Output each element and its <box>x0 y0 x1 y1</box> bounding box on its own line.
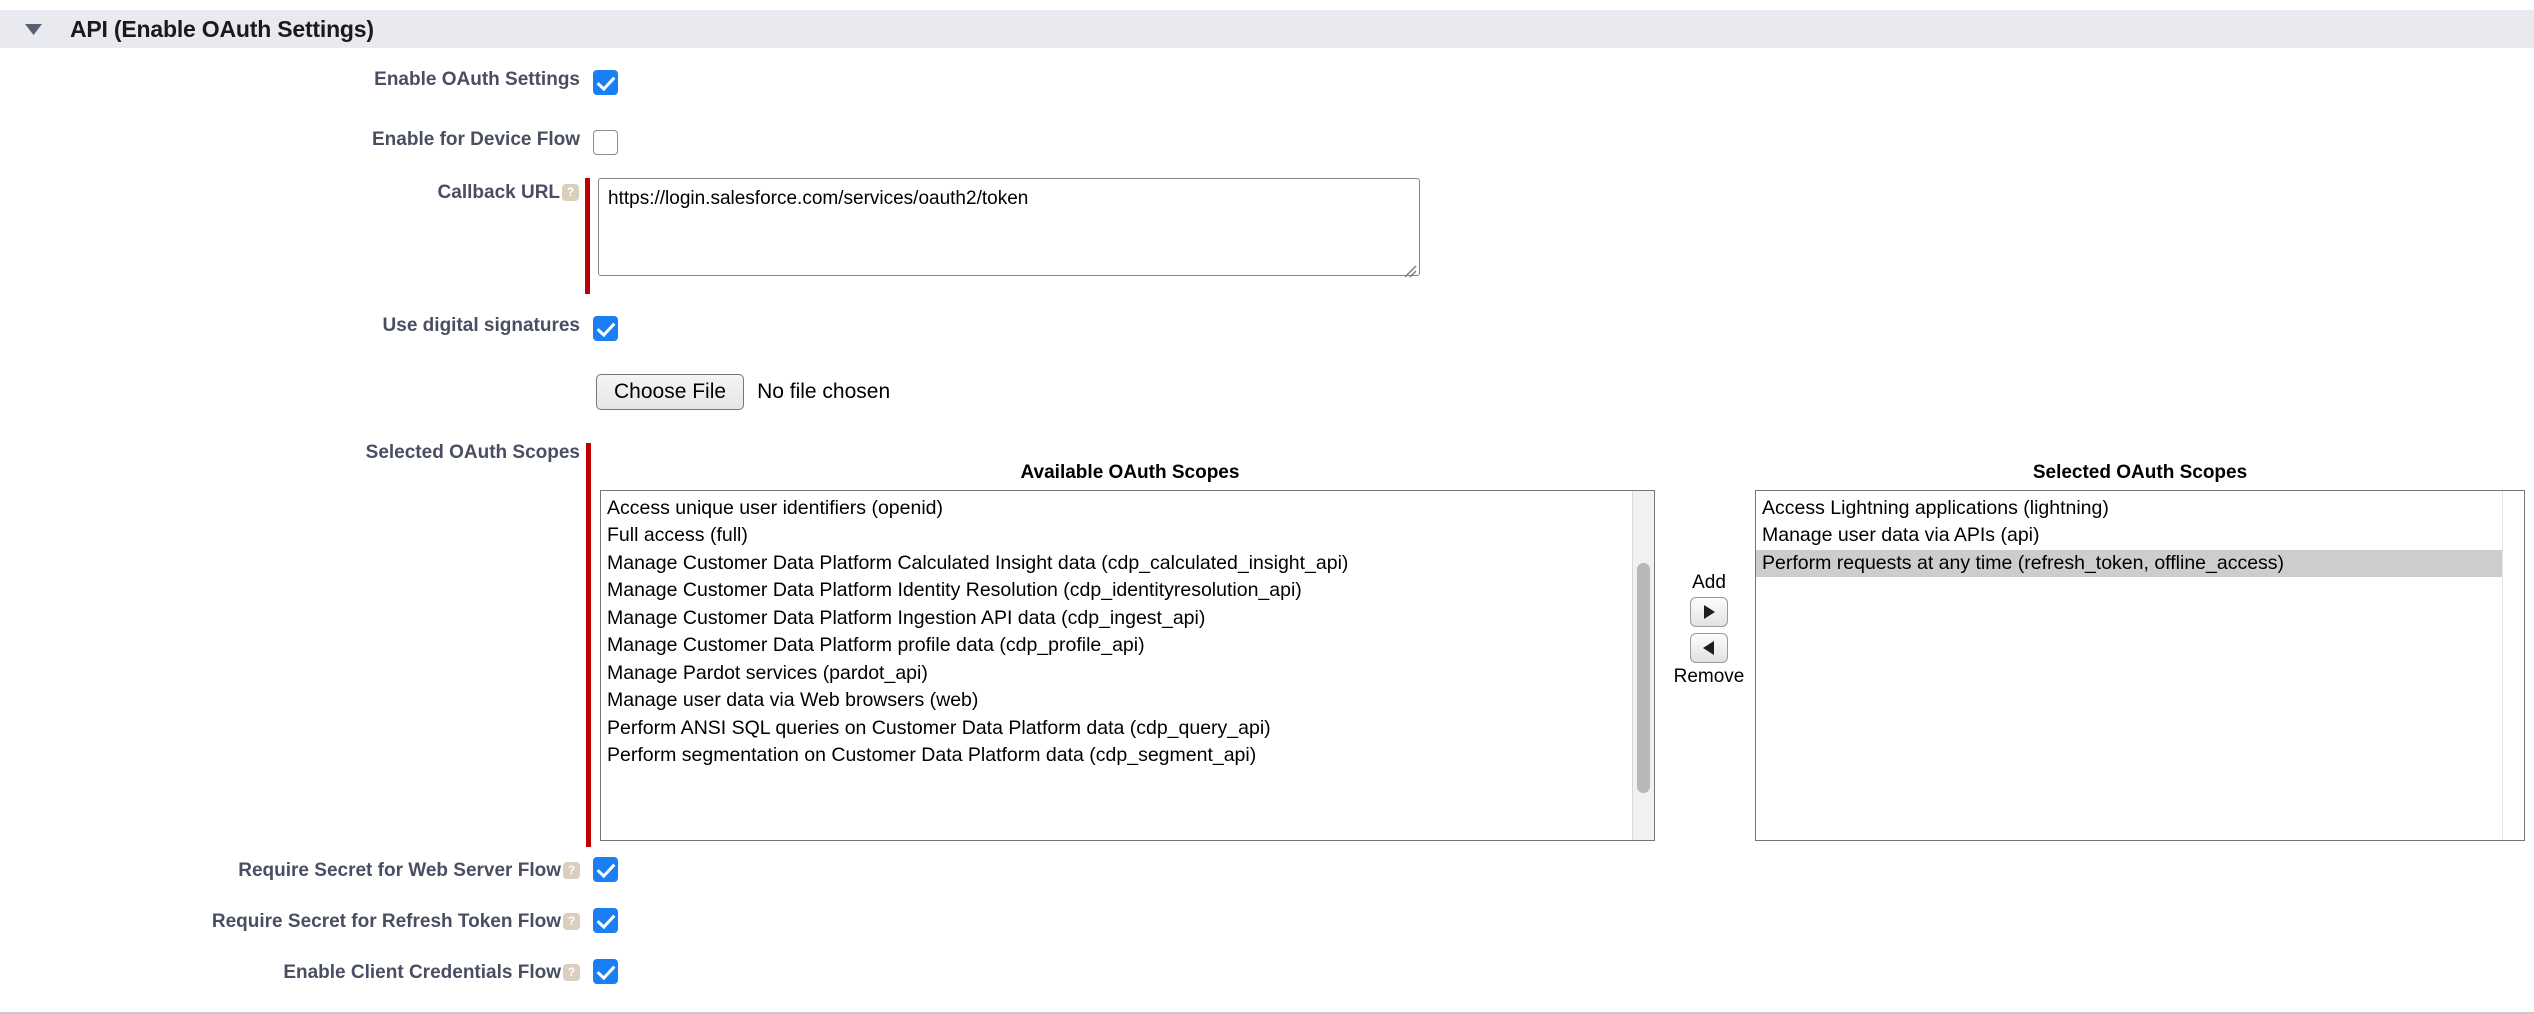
triangle-down-icon[interactable] <box>22 23 44 36</box>
section-header[interactable]: API (Enable OAuth Settings) <box>0 10 2534 48</box>
row-require-secret-refresh-token: Require Secret for Refresh Token Flow? <box>0 908 700 934</box>
row-callback-url: Callback URL? <box>0 178 1420 294</box>
transfer-controls: Add Remove <box>1661 572 1757 688</box>
add-label: Add <box>1692 572 1726 593</box>
device-flow-label: Enable for Device Flow <box>372 129 580 150</box>
available-scopes-listbox[interactable]: Access unique user identifiers (openid) F… <box>600 490 1655 841</box>
digital-signatures-checkbox[interactable] <box>593 316 618 341</box>
list-item[interactable]: Manage Customer Data Platform Calculated… <box>607 551 1349 574</box>
row-require-secret-web-server: Require Secret for Web Server Flow? <box>0 857 700 883</box>
help-icon[interactable]: ? <box>562 183 580 201</box>
selected-scrollbar[interactable] <box>2502 491 2524 840</box>
section-title: API (Enable OAuth Settings) <box>70 15 374 42</box>
list-item[interactable]: Manage Pardot services (pardot_api) <box>607 661 928 684</box>
available-scopes-title: Available OAuth Scopes <box>1020 462 1240 483</box>
row-file-upload: Choose File No file chosen <box>596 374 890 410</box>
available-scrollbar-thumb[interactable] <box>1637 563 1650 793</box>
required-indicator-scopes <box>586 443 591 847</box>
list-item[interactable]: Manage Customer Data Platform profile da… <box>607 634 1145 657</box>
add-button[interactable] <box>1690 596 1728 627</box>
digital-signatures-label: Use digital signatures <box>382 315 580 336</box>
list-item[interactable]: Perform requests at any time (refresh_to… <box>1756 549 2502 578</box>
list-item[interactable]: Full access (full) <box>607 524 748 547</box>
require-secret-refresh-token-label: Require Secret for Refresh Token Flow? <box>0 908 580 934</box>
list-item[interactable]: Manage user data via Web browsers (web) <box>607 689 979 712</box>
device-flow-checkbox[interactable] <box>593 130 618 155</box>
enable-client-credentials-checkbox[interactable] <box>593 959 618 984</box>
remove-button[interactable] <box>1690 632 1728 663</box>
list-item[interactable]: Perform ANSI SQL queries on Customer Dat… <box>607 716 1271 739</box>
required-indicator <box>585 178 591 294</box>
list-item[interactable]: Perform segmentation on Customer Data Pl… <box>607 743 1257 766</box>
require-secret-web-server-checkbox[interactable] <box>593 857 618 882</box>
selected-scopes-title: Selected OAuth Scopes <box>2032 462 2248 483</box>
list-item[interactable]: Access unique user identifiers (openid) <box>607 497 944 519</box>
require-secret-refresh-token-checkbox[interactable] <box>593 908 618 933</box>
file-status-text: No file chosen <box>757 380 891 403</box>
callback-url-input[interactable] <box>598 178 1420 276</box>
list-item[interactable]: Access Lightning applications (lightning… <box>1762 497 2109 519</box>
row-device-flow: Enable for Device Flow <box>0 130 700 155</box>
help-icon[interactable]: ? <box>563 912 580 930</box>
arrow-right-icon <box>1704 604 1715 619</box>
available-scrollbar[interactable] <box>1632 491 1654 840</box>
help-icon[interactable]: ? <box>563 963 580 981</box>
require-secret-web-server-label: Require Secret for Web Server Flow? <box>0 857 580 883</box>
callback-url-field-wrap <box>598 178 1420 281</box>
enable-oauth-label: Enable OAuth Settings <box>374 69 580 90</box>
row-enable-oauth: Enable OAuth Settings <box>0 70 700 95</box>
enable-oauth-checkbox[interactable] <box>593 70 618 95</box>
arrow-left-icon <box>1703 640 1714 655</box>
help-icon[interactable]: ? <box>563 861 580 879</box>
list-item[interactable]: Manage user data via APIs (api) <box>1762 524 2040 547</box>
enable-client-credentials-label: Enable Client Credentials Flow? <box>0 959 580 985</box>
selected-scopes-listbox[interactable]: Access Lightning applications (lightning… <box>1755 490 2525 841</box>
list-item[interactable]: Manage Customer Data Platform Identity R… <box>607 579 1302 602</box>
remove-label: Remove <box>1673 665 1745 687</box>
row-selected-scopes-label: Selected OAuth Scopes <box>0 443 620 462</box>
choose-file-button[interactable]: Choose File <box>596 374 745 410</box>
row-digital-signatures: Use digital signatures <box>0 316 700 341</box>
list-item[interactable]: Manage Customer Data Platform Ingestion … <box>607 606 1206 629</box>
row-enable-client-credentials: Enable Client Credentials Flow? <box>0 959 700 985</box>
selected-oauth-scopes-label: Selected OAuth Scopes <box>365 442 580 463</box>
callback-url-label: Callback URL? <box>0 178 580 206</box>
